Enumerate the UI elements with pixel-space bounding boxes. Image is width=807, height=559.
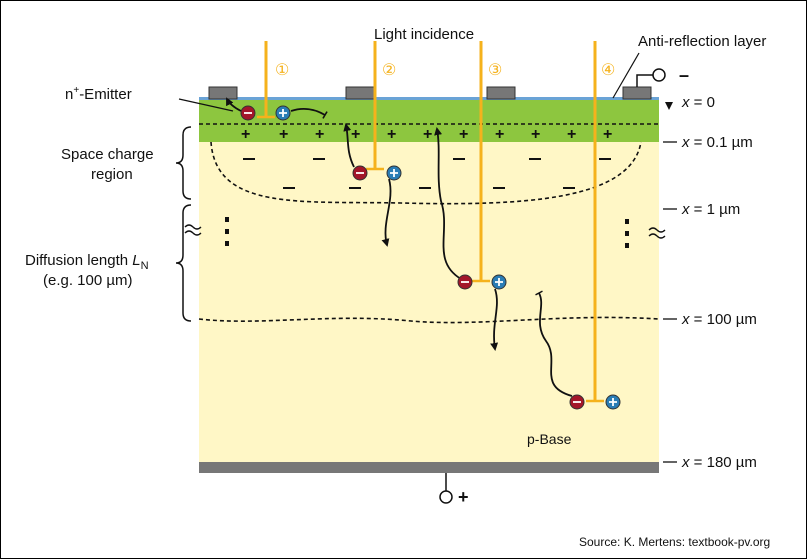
svg-text:+: +	[603, 126, 612, 143]
depth-label-4: x = 180 µm	[681, 454, 757, 471]
space-charge-label-line1: Space charge	[61, 146, 154, 163]
depth-label-1: x = 0.1 µm	[681, 134, 753, 151]
negative-charges	[243, 158, 611, 189]
svg-text:+: +	[387, 126, 396, 143]
front-contact	[345, 86, 375, 100]
svg-text:+: +	[351, 126, 360, 143]
diffusion-label-line2: (e.g. 100 µm)	[43, 272, 133, 289]
depth-label-0: x = 0	[681, 94, 715, 111]
diffusion-brace	[175, 204, 192, 322]
p-base-region	[199, 99, 659, 473]
ray-label-4: ④	[601, 62, 615, 79]
svg-text:+: +	[279, 126, 288, 143]
front-contact	[208, 86, 238, 100]
source-label: Source: K. Mertens: textbook-pv.org	[579, 535, 770, 549]
svg-text:+: +	[459, 126, 468, 143]
svg-text:+: +	[567, 126, 576, 143]
light-rays	[264, 41, 597, 401]
carrier-pair-2	[352, 165, 402, 181]
continuation-dots	[225, 217, 629, 248]
depth-label-3: x = 100 µm	[681, 311, 757, 328]
bottom-terminal	[439, 490, 453, 504]
top-terminal-wire	[636, 74, 653, 87]
bottom-terminal-sign: +	[458, 487, 469, 507]
space-charge-boundary	[210, 141, 642, 205]
front-contact	[486, 86, 516, 100]
anti-reflection-leader	[612, 52, 640, 99]
axis-break-symbols	[184, 224, 666, 239]
svg-text:+: +	[315, 126, 324, 143]
ray-label-1: ①	[275, 62, 289, 79]
carrier-pair-3	[457, 274, 507, 290]
top-terminal-sign: –	[679, 65, 689, 85]
anti-reflection-layer	[199, 97, 659, 100]
light-incidence-label: Light incidence	[374, 26, 474, 43]
p-base-label: p-Base	[527, 431, 572, 447]
ray-label-2: ②	[382, 62, 396, 79]
svg-text:+: +	[423, 126, 432, 143]
carrier-pair-1	[240, 105, 291, 121]
depth-label-2: x = 1 µm	[681, 201, 740, 218]
emitter-layer	[199, 99, 659, 142]
positive-charges: + + + + + + + + + + +	[241, 126, 612, 143]
depth-ticks	[663, 141, 677, 463]
ray-endcaps	[257, 115, 604, 403]
front-contact	[622, 86, 652, 100]
carrier-paths	[226, 97, 573, 397]
rear-contact	[199, 462, 659, 473]
svg-text:+: +	[241, 126, 250, 143]
diffusion-length-boundary	[198, 316, 660, 324]
ray-label-3: ③	[488, 62, 502, 79]
svg-text:+: +	[495, 126, 504, 143]
emitter-leader	[178, 98, 234, 112]
emitter-label: n+-Emitter	[65, 85, 132, 103]
svg-text:+: +	[531, 126, 540, 143]
carrier-pair-4	[569, 394, 621, 410]
top-terminal	[652, 68, 666, 82]
anti-reflection-label: Anti-reflection layer	[638, 33, 766, 50]
diffusion-label-line1: Diffusion length LN	[25, 252, 149, 272]
space-charge-brace	[175, 126, 192, 200]
space-charge-label-line2: region	[91, 166, 133, 183]
